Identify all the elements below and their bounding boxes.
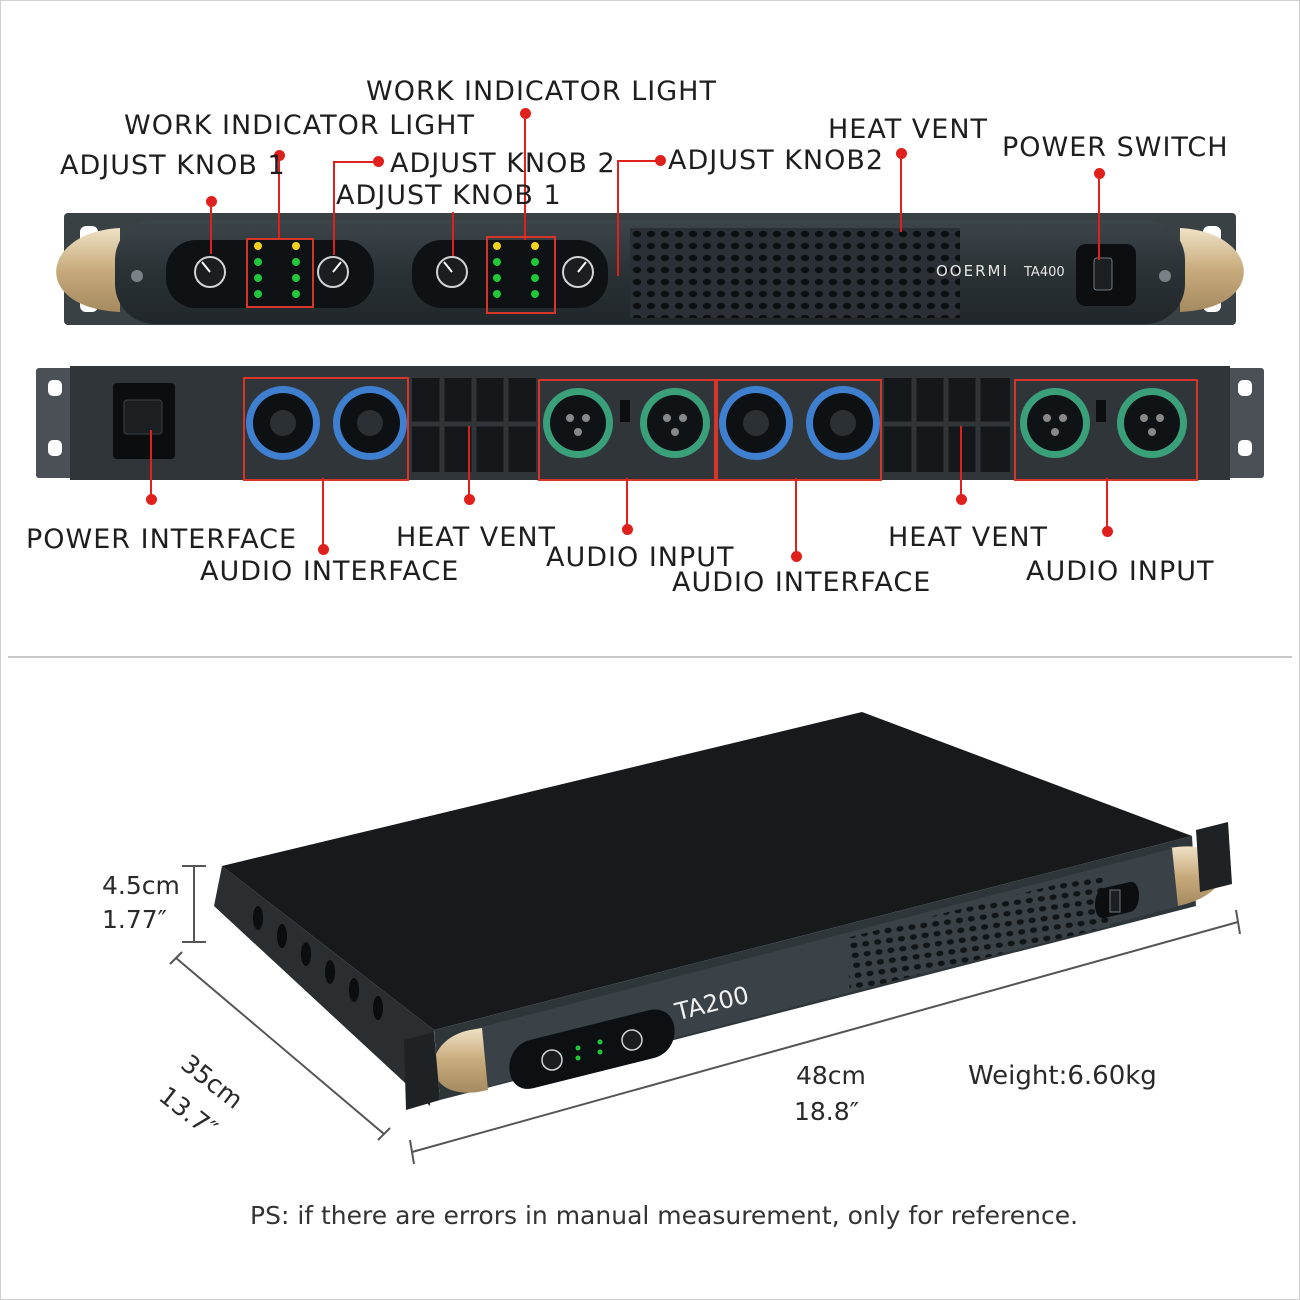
label-power-interface: POWER INTERFACE (26, 524, 298, 555)
pointer-line (524, 114, 526, 240)
knob-ch4 (562, 256, 594, 288)
label-heat-vent-front: HEAT VENT (828, 114, 989, 145)
front-control-panel-right (412, 240, 608, 308)
speakon-out-d (246, 386, 320, 460)
weight: Weight:6.60kg (968, 1061, 1157, 1091)
led-block-right (493, 242, 539, 298)
label-adjust-knob-1-left: ADJUST KNOB 1 (60, 150, 286, 181)
front-panel (56, 213, 1244, 325)
highlight-box-audio-interface-right (716, 379, 882, 481)
pointer-dot (146, 494, 157, 505)
pointer-line (278, 156, 280, 240)
pointer-line (900, 154, 902, 232)
model-badge: TA400 (1024, 265, 1065, 280)
rear-panel (36, 366, 1264, 480)
pointer-line (1106, 478, 1108, 528)
disclaimer-note: PS: if there are errors in manual measur… (250, 1201, 1079, 1230)
pointer-dot (373, 156, 384, 167)
label-audio-interface-left: AUDIO INTERFACE (200, 556, 460, 587)
pointer-line (795, 478, 797, 554)
front-heat-vent (630, 228, 960, 318)
unit-vent (846, 872, 1110, 992)
pointer-dot (896, 148, 907, 159)
pointer-line (617, 160, 619, 276)
knob-ch1 (194, 256, 226, 288)
highlight-box-leds-left (246, 238, 314, 308)
front-control-panel-left (166, 240, 374, 308)
pointer-dot (622, 524, 633, 535)
knob-ch2 (317, 256, 349, 288)
unit-side (214, 866, 434, 1106)
label-audio-input-right: AUDIO INPUT (1026, 556, 1215, 587)
gold-end-cap-right (1180, 228, 1244, 312)
pointer-line (452, 212, 454, 256)
knob-ch3 (436, 256, 468, 288)
highlight-box-audio-interface-left (243, 377, 409, 481)
label-adjust-knob2-right: ADJUST KNOB2 (668, 145, 885, 176)
pointer-dot (791, 551, 802, 562)
label-audio-input-left: AUDIO INPUT (546, 542, 735, 573)
xlr-ch-a-in (1117, 388, 1187, 458)
gold-end-cap-left (56, 228, 120, 312)
pointer-line (322, 478, 324, 548)
pointer-dot (956, 494, 967, 505)
speakon-out-b (719, 386, 793, 460)
speakon-out-c (333, 386, 407, 460)
led-block-left (254, 242, 300, 298)
pointer-line (333, 161, 335, 255)
height-in: 1.77″ (102, 905, 168, 934)
pointer-dot (318, 544, 329, 555)
pointer-line (150, 430, 152, 496)
brand-logo: OOERMI (936, 262, 1009, 280)
highlight-box-audio-input-right (1014, 379, 1198, 481)
pointer-dot (206, 196, 217, 207)
xlr-ch-d-in (543, 388, 613, 458)
amplifier-3d-view (214, 712, 1232, 1110)
label-adjust-knob-2-left: ADJUST KNOB 2 (390, 148, 616, 179)
speakon-out-a (806, 386, 880, 460)
label-adjust-knob-1-right: ADJUST KNOB 1 (336, 180, 562, 211)
pointer-dot (1102, 526, 1113, 537)
xlr-ch-c-in (640, 388, 710, 458)
pointer-dot (464, 494, 475, 505)
pointer-dot (655, 155, 666, 166)
label-heat-vent-rear-left: HEAT VENT (396, 522, 557, 553)
pointer-line (626, 478, 628, 528)
label-work-indicator-light-left: WORK INDICATOR LIGHT (124, 110, 475, 141)
pointer-line (960, 426, 962, 496)
dimension-lines (169, 865, 1241, 1165)
pointer-line (333, 161, 377, 163)
highlight-box-audio-input-left (538, 379, 716, 481)
label-power-switch: POWER SWITCH (1002, 132, 1229, 163)
label-audio-interface-right: AUDIO INTERFACE (672, 567, 932, 598)
pointer-dot (520, 108, 531, 119)
pointer-line (1098, 174, 1100, 260)
pointer-line (468, 426, 470, 496)
highlight-box-leds-right (486, 236, 556, 314)
label-work-indicator-light-right: WORK INDICATOR LIGHT (366, 76, 717, 107)
pointer-dot (274, 150, 285, 161)
pointer-line (210, 202, 212, 254)
unit-top (222, 712, 1192, 1030)
xlr-ch-b-in (1020, 388, 1090, 458)
height-cm: 4.5cm (102, 871, 180, 900)
pointer-line (617, 160, 659, 162)
section-divider (8, 656, 1292, 658)
label-heat-vent-rear-right: HEAT VENT (888, 522, 1049, 553)
width-cm: 48cm (796, 1061, 866, 1090)
width-in: 18.8″ (794, 1097, 860, 1126)
pointer-dot (1094, 168, 1105, 179)
